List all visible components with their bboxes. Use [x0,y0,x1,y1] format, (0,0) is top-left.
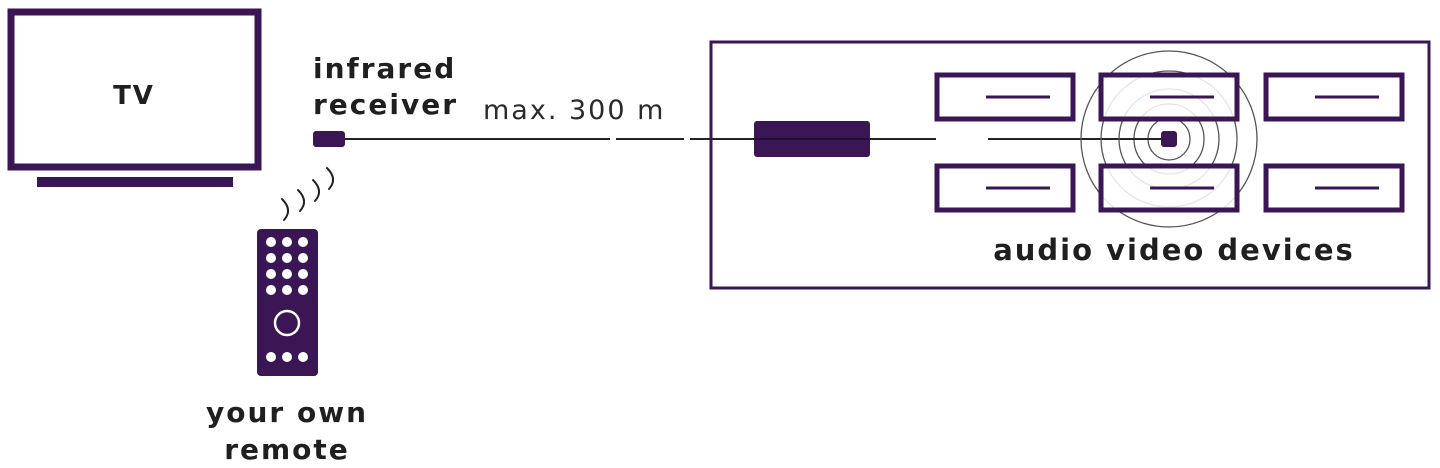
remote-buttons [266,237,308,362]
device-unit [1263,163,1405,213]
remote-control-icon [257,229,318,376]
device-unit [934,163,1076,213]
device-cabinet [709,40,1431,290]
distance-label: max. 300 m [483,95,665,126]
wave-1 [281,198,289,221]
wave-2 [297,189,305,212]
infrared-signal-waves [281,167,334,221]
remote-label-line1: your own [206,396,368,429]
tv-stand [37,177,233,187]
audio-video-devices [934,72,1405,213]
receiver-label-line1: infrared [313,52,456,85]
device-unit [934,72,1076,122]
infrared-receiver-icon [313,131,345,147]
devices-label: audio video devices [993,233,1355,267]
wave-4 [326,167,334,190]
remote-dpad [273,309,301,337]
tv-label: TV [113,81,155,111]
receiver-label-line2: receiver [313,88,458,121]
tv-icon [7,8,262,187]
remote-label-line2: remote [224,433,350,466]
device-unit [1263,72,1405,122]
wave-3 [312,179,320,202]
tv-screen [7,8,262,171]
remote-body [257,229,318,376]
infrared-emitter-icon [1161,131,1177,147]
device-unit [1098,163,1240,213]
device-unit [1098,72,1240,122]
